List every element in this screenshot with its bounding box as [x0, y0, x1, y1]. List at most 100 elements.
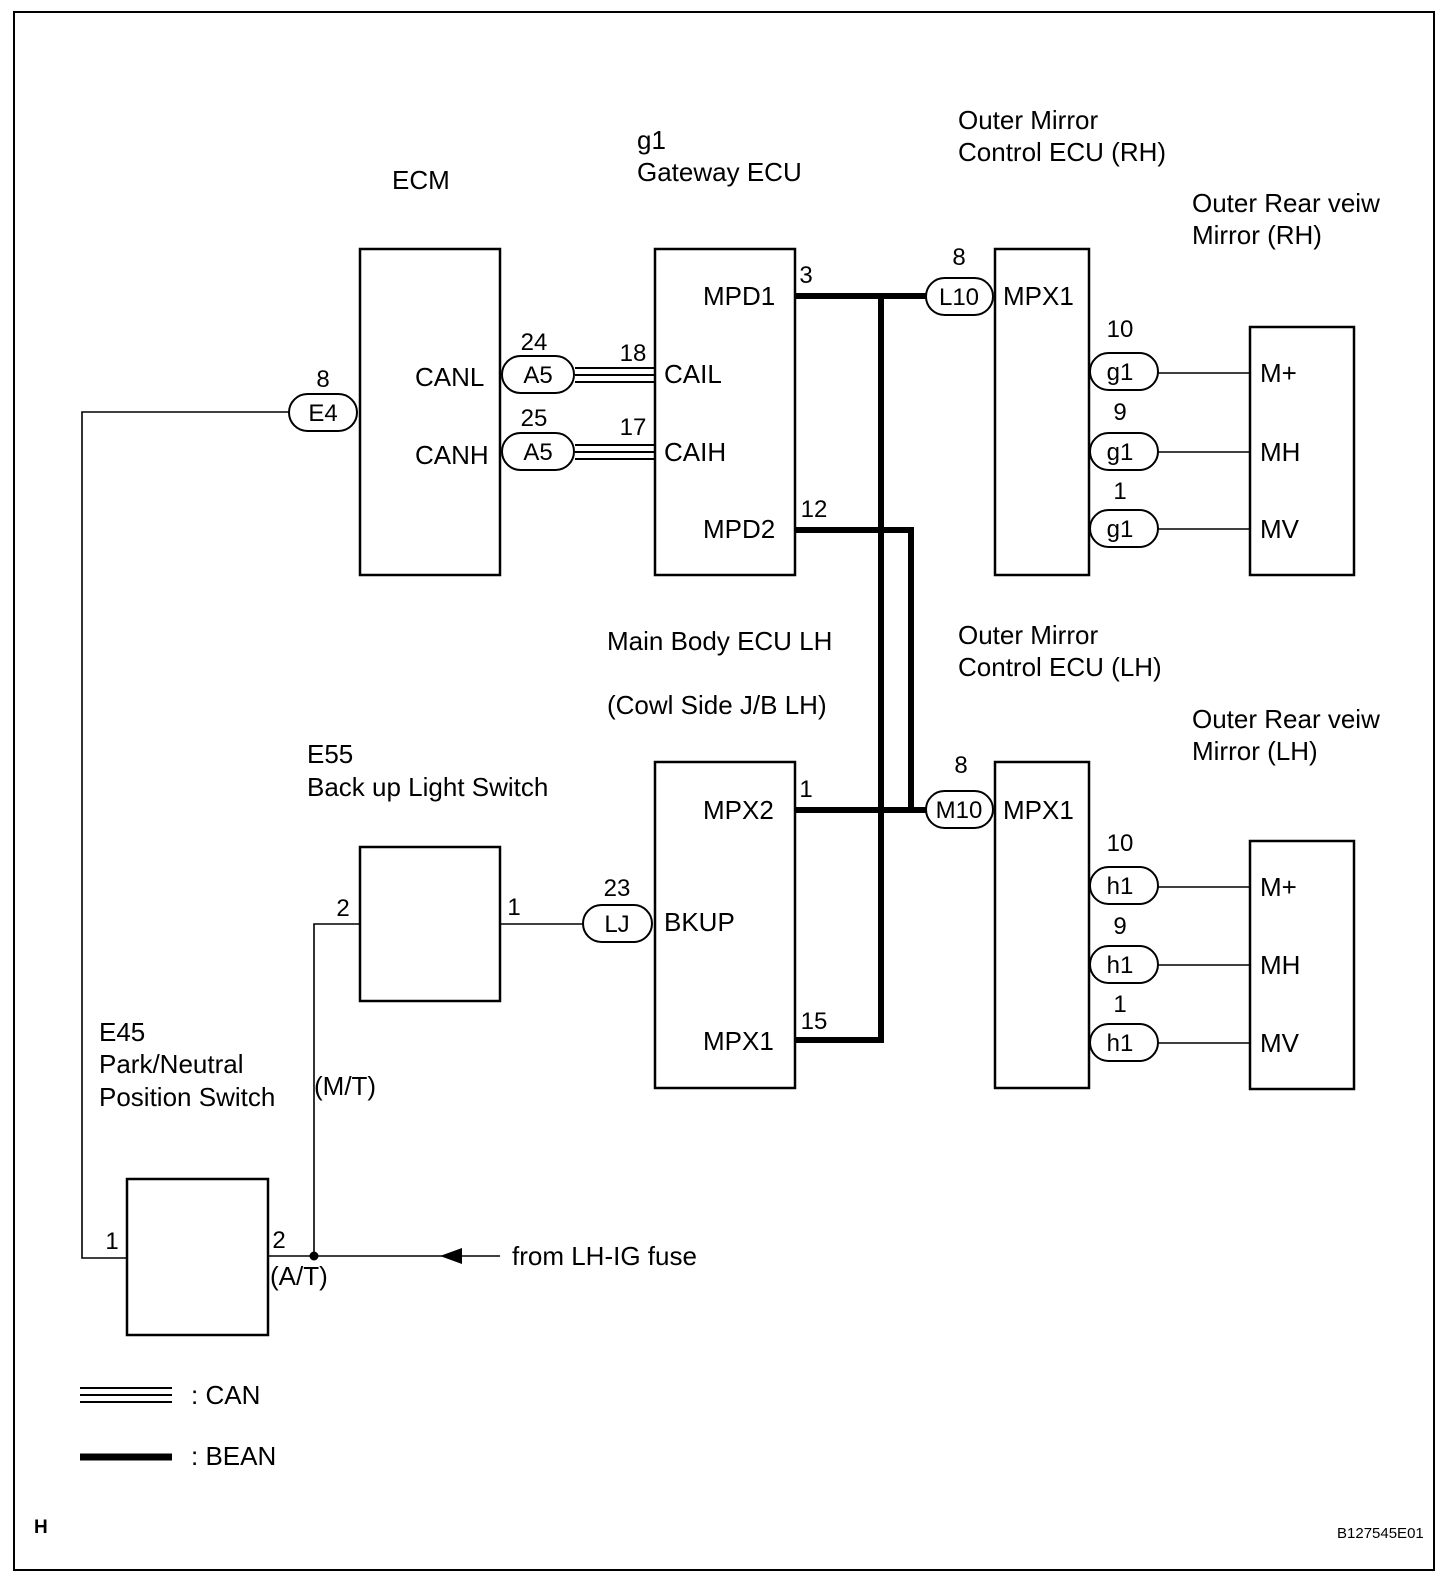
bean-wire-mpd1-vertical — [796, 296, 884, 1043]
gateway-pin-num-mpd2: 12 — [801, 496, 828, 523]
mirror-lh-pin-mh: MH — [1260, 950, 1300, 980]
mirror-ecu-lh-box — [993, 760, 1091, 1090]
connector-a5-canh-pin: 25 — [521, 405, 548, 432]
main-body-title-1: Main Body ECU LH — [607, 626, 832, 656]
mirror-lh-title-2: Mirror (LH) — [1192, 736, 1318, 766]
connector-m10-name: M10 — [936, 797, 983, 824]
can-wire-canh — [575, 444, 656, 460]
connector-g1-mv-name: g1 — [1107, 516, 1134, 543]
main-body-title-2: (Cowl Side J/B LH) — [607, 690, 827, 720]
connector-g1-mv-pin: 1 — [1113, 478, 1126, 505]
corner-letter: H — [34, 1517, 48, 1538]
gateway-pin-num-caih: 17 — [620, 414, 647, 441]
mirror-rh-box — [1248, 325, 1356, 577]
connector-g1-mv — [1089, 509, 1159, 548]
gateway-pin-cail: CAIL — [664, 359, 722, 389]
wire-backup-to-junction — [313, 923, 360, 1256]
connector-h1-mplus — [1089, 866, 1159, 905]
fuse-arrow-icon — [440, 1248, 462, 1264]
gateway-code: g1 — [637, 125, 666, 155]
connector-e4-pin: 8 — [316, 366, 329, 393]
mirror-lh-pin-mplus: M+ — [1260, 872, 1297, 902]
connector-g1-mplus — [1089, 352, 1159, 391]
connector-h1-mv-pin: 1 — [1113, 991, 1126, 1018]
legend-can-swatch — [80, 1387, 172, 1403]
gateway-pin-num-cail: 18 — [620, 340, 647, 367]
main-body-ecu-box — [653, 760, 797, 1090]
pnp-switch-title-1: Park/Neutral — [99, 1049, 244, 1079]
connector-l10-name: L10 — [939, 284, 979, 311]
main-body-pin-mpx2: MPX2 — [703, 795, 774, 825]
main-body-pin-mpx1: MPX1 — [703, 1026, 774, 1056]
mirror-ecu-lh-title-2: Control ECU (LH) — [958, 652, 1162, 682]
connector-a5-canh-name: A5 — [523, 439, 552, 466]
mirror-rh-pin-mplus: M+ — [1260, 358, 1297, 388]
backup-switch-pin-num-1: 1 — [507, 894, 520, 921]
connector-a5-canl-name: A5 — [523, 362, 552, 389]
main-body-pin-num-mpx2: 1 — [799, 776, 812, 803]
connector-h1-mplus-pin: 10 — [1107, 830, 1134, 857]
connector-g1-mplus-pin: 10 — [1107, 316, 1134, 343]
main-body-pin-num-mpx1: 15 — [801, 1008, 828, 1035]
mirror-rh-pin-mh: MH — [1260, 437, 1300, 467]
connector-e4 — [288, 393, 358, 432]
ecm-pin-canl: CANL — [415, 362, 484, 392]
gateway-pin-mpd2: MPD2 — [703, 514, 775, 544]
can-wire-canl — [575, 367, 656, 383]
connector-g1-mh — [1089, 432, 1159, 471]
connector-lj-name: LJ — [604, 911, 629, 938]
connector-a5-canl-pin: 24 — [521, 329, 548, 356]
legend-can-label: : CAN — [191, 1380, 260, 1410]
diagram-frame — [13, 11, 1435, 1571]
mirror-rh-title-1: Outer Rear veiw — [1192, 188, 1380, 218]
backup-switch-pin-num-2: 2 — [336, 895, 349, 922]
connector-g1-mplus-name: g1 — [1107, 359, 1134, 386]
figure-id: B127545E01 — [1337, 1525, 1424, 1542]
note-manual-transmission: (M/T) — [314, 1071, 376, 1101]
ecm-title: ECM — [392, 165, 450, 195]
connector-g1-mh-pin: 9 — [1113, 399, 1126, 426]
connector-h1-mv — [1089, 1023, 1159, 1062]
gateway-ecu-box — [653, 247, 797, 577]
mirror-lh-title-1: Outer Rear veiw — [1192, 704, 1380, 734]
mirror-ecu-rh-pin-mpx1: MPX1 — [1003, 281, 1074, 311]
junction-dot — [309, 1251, 319, 1261]
gateway-pin-num-mpd1: 3 — [799, 262, 812, 289]
connector-l10-pin: 8 — [952, 244, 965, 271]
note-automatic-transmission: (A/T) — [270, 1261, 328, 1291]
mirror-ecu-rh-title-2: Control ECU (RH) — [958, 137, 1166, 167]
mirror-rh-pin-mv: MV — [1260, 514, 1300, 544]
bean-wire-mpd2 — [796, 527, 914, 810]
connector-h1-mplus-name: h1 — [1107, 873, 1134, 900]
backup-switch-code: E55 — [307, 739, 353, 769]
connector-a5-canl — [501, 355, 575, 394]
note-fuse-source: from LH-IG fuse — [512, 1241, 697, 1271]
legend-bean-label: : BEAN — [191, 1441, 276, 1471]
mirror-lh-pin-mv: MV — [1260, 1028, 1300, 1058]
connector-h1-mv-name: h1 — [1107, 1030, 1134, 1057]
mirror-ecu-rh-title-1: Outer Mirror — [958, 105, 1098, 135]
connector-h1-mh — [1089, 945, 1159, 984]
pnp-switch-code: E45 — [99, 1017, 145, 1047]
ecm-pin-canh: CANH — [415, 440, 489, 470]
main-body-pin-bkup: BKUP — [664, 907, 735, 937]
connector-lj-pin: 23 — [604, 875, 631, 902]
gateway-pin-caih: CAIH — [664, 437, 726, 467]
connector-e4-name: E4 — [308, 400, 337, 427]
gateway-pin-mpd1: MPD1 — [703, 281, 775, 311]
connector-l10 — [925, 277, 994, 316]
backup-switch-title: Back up Light Switch — [307, 772, 548, 802]
mirror-ecu-rh-box — [993, 247, 1091, 577]
connector-h1-mh-pin: 9 — [1113, 913, 1126, 940]
ecm-box — [358, 247, 502, 577]
wire-ecm-e4-to-pnp — [81, 411, 295, 1259]
connector-m10-pin: 8 — [954, 752, 967, 779]
pnp-switch-title-2: Position Switch — [99, 1082, 275, 1112]
connector-m10 — [925, 790, 994, 829]
mirror-ecu-lh-pin-mpx1: MPX1 — [1003, 795, 1074, 825]
pnp-switch-pin-num-2: 2 — [272, 1227, 285, 1254]
pnp-switch-box — [125, 1177, 270, 1337]
connector-g1-mh-name: g1 — [1107, 439, 1134, 466]
mirror-ecu-lh-title-1: Outer Mirror — [958, 620, 1098, 650]
